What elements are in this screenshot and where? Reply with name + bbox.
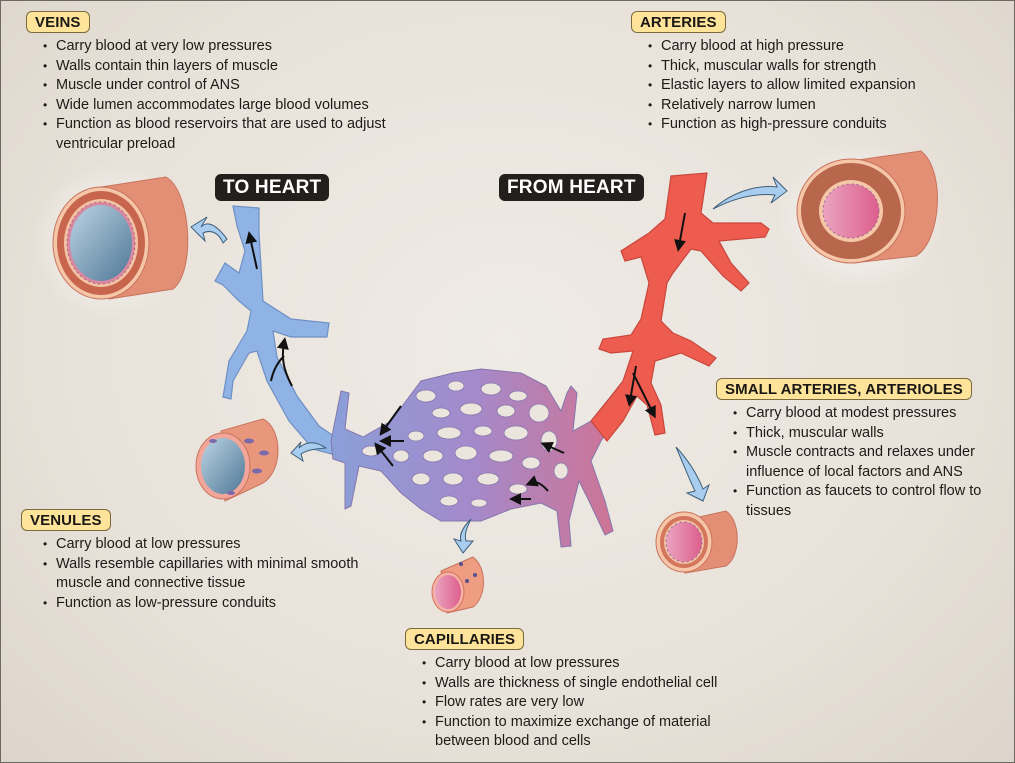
callout-arrow-arteriole [675,446,711,502]
callout-arrow-capillary [452,518,475,554]
capillaries-bullet: Carry blood at low pressures [420,654,760,674]
veins-bullet: Walls contain thin layers of muscle [41,57,441,77]
flow-arrow-artery-3 [632,372,656,419]
veins-bullet: Function as blood reservoirs that are us… [41,115,441,154]
veins-bullet: Carry blood at very low pressures [41,37,441,57]
veins-bullet: Muscle under control of ANS [41,76,441,96]
venules-bullets: Carry blood at low pressures Walls resem… [41,535,401,613]
arterioles-bullet: Thick, muscular walls [731,424,1011,444]
arteries-bullet: Relatively narrow lumen [646,96,986,116]
vein-cross-section [31,163,191,319]
flow-arrow-artery-2 [625,365,637,407]
capillaries-bullet: Flow rates are very low [420,693,760,713]
arterioles-bullet: Function as faucets to control flow to t… [731,482,1011,521]
capillaries-section: CAPILLARIES Carry blood at low pressures… [405,628,760,752]
venules-bullet: Carry blood at low pressures [41,535,401,555]
arteries-title: ARTERIES [631,11,726,33]
arteries-bullet: Function as high-pressure conduits [646,115,986,135]
venules-section: VENULES Carry blood at low pressures Wal… [21,509,401,613]
callout-arrow-vein [190,216,228,244]
arteries-bullets: Carry blood at high pressure Thick, musc… [646,37,986,135]
venule-cross-section [195,418,279,502]
vein-branch [214,205,342,457]
arteries-bullet: Thick, muscular walls for strength [646,57,986,77]
flow-arrow-vein-2 [276,337,293,387]
arterioles-bullet: Muscle contracts and relaxes under influ… [731,443,1011,482]
venules-bullet: Function as low-pressure conduits [41,594,401,614]
arteries-bullet: Carry blood at high pressure [646,37,986,57]
arterioles-bullet: Carry blood at modest pressures [731,404,1011,424]
veins-title: VEINS [26,11,90,33]
artery-cross-section [776,141,946,291]
venules-bullet: Walls resemble capillaries with minimal … [41,555,401,594]
capillaries-bullet: Function to maximize exchange of materia… [420,713,760,752]
flow-arrow-vein-1 [245,231,258,270]
venules-title: VENULES [21,509,111,531]
callout-arrow-artery [712,176,788,210]
arterioles-bullets: Carry blood at modest pressures Thick, m… [731,404,1011,521]
flow-arrow-vein-3 [270,355,285,382]
veins-section: VEINS Carry blood at very low pressures … [26,11,441,154]
capillaries-title: CAPILLARIES [405,628,525,650]
arteries-bullet: Elastic layers to allow limited expansio… [646,76,986,96]
flow-arrows-capillary [374,405,565,505]
to-heart-label: TO HEART [215,174,330,201]
flow-arrow-artery-1 [674,212,686,252]
capillaries-bullet: Walls are thickness of single endothelia… [420,674,760,694]
from-heart-label: FROM HEART [499,174,644,201]
veins-bullet: Wide lumen accommodates large blood volu… [41,96,441,116]
arteries-section: ARTERIES Carry blood at high pressure Th… [631,11,986,135]
veins-bullets: Carry blood at very low pressures Walls … [41,37,441,154]
capillary-cross-section [431,556,484,614]
arterioles-section: SMALL ARTERIES, ARTERIOLES Carry blood a… [716,378,1011,521]
capillaries-bullets: Carry blood at low pressures Walls are t… [420,654,760,752]
callout-arrow-venule [290,441,328,463]
arterioles-title: SMALL ARTERIES, ARTERIOLES [716,378,972,400]
arteriole-cross-section [655,510,738,574]
